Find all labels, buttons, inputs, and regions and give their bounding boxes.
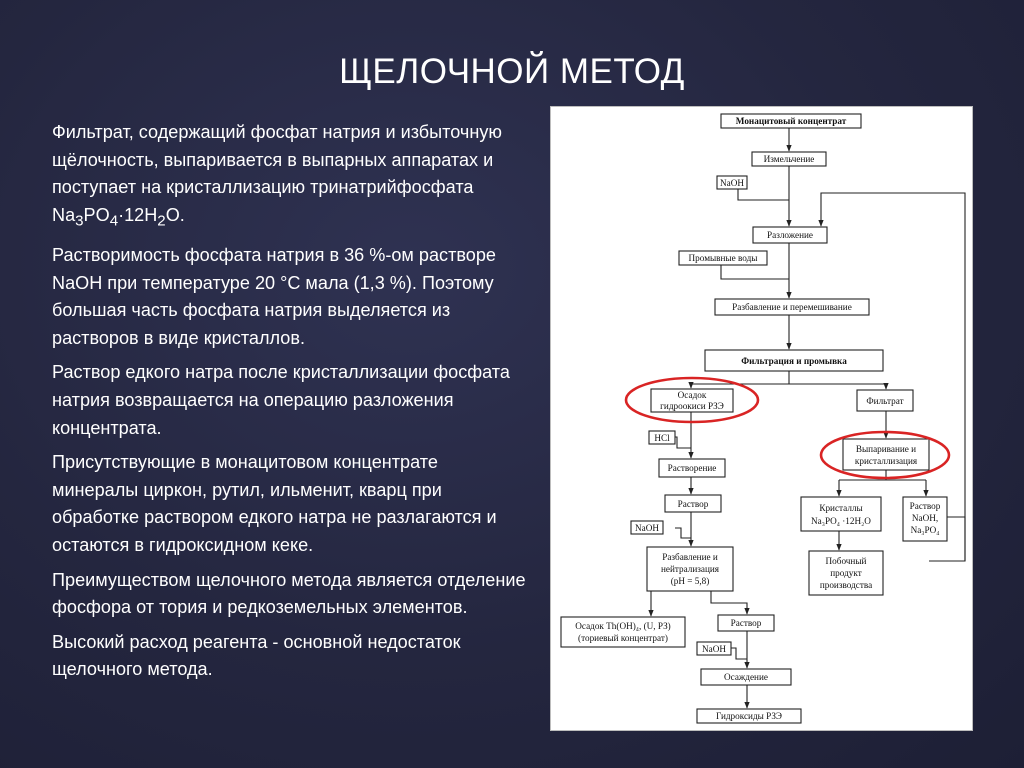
svg-text:производства: производства: [820, 580, 872, 590]
box-thorium-concentrate: Осадок Th(OH)₄, (U, РЗ) (ториевый концен…: [560, 616, 686, 648]
box-dissolution: Растворение: [658, 458, 726, 478]
box-grinding: Измельчение: [751, 151, 827, 167]
svg-text:гидроокиси РЗЭ: гидроокиси РЗЭ: [660, 401, 724, 411]
svg-text:Промывные воды: Промывные воды: [689, 253, 758, 263]
box-solution-1: Раствор: [664, 494, 722, 513]
box-naoh-1: NaOH: [716, 175, 748, 190]
svg-text:Растворение: Растворение: [668, 463, 717, 473]
box-precipitation: Осаждение: [700, 668, 792, 686]
box-monazite: Монацитовый концентрат: [720, 113, 862, 129]
paragraph-filtrate: Фильтрат, содержащий фосфат натрия и изб…: [52, 122, 502, 230]
svg-text:Фильтрат: Фильтрат: [866, 396, 903, 406]
svg-text:Кристаллы: Кристаллы: [819, 503, 862, 513]
svg-text:Разбавление и перемешивание: Разбавление и перемешивание: [732, 302, 852, 312]
paragraph-minerals: Присутствующие в монацитовом концентрате…: [52, 452, 497, 555]
box-solution-naoh-na3po4: Раствор NaOH, Na₃PO₄: [902, 496, 948, 542]
svg-text:(ториевый концентрат): (ториевый концентрат): [578, 633, 668, 643]
svg-text:NaOH,: NaOH,: [912, 513, 938, 523]
svg-text:Измельчение: Измельчение: [764, 154, 815, 164]
svg-text:кристаллизация: кристаллизация: [855, 456, 918, 466]
flowchart-diagram: Монацитовый концентрат Измельчение NaOH …: [560, 113, 966, 724]
box-dilution-neutralization: Разбавление и нейтрализация (рН = 5,8): [646, 546, 734, 592]
svg-text:Разбавление и: Разбавление и: [662, 552, 718, 562]
svg-text:Побочный: Побочный: [826, 556, 867, 566]
svg-text:Гидроксиды РЗЭ: Гидроксиды РЗЭ: [716, 711, 782, 721]
flow-connectors: [648, 128, 966, 709]
box-precipitate-ree-hydroxide: Осадок гидроокиси РЗЭ: [650, 388, 734, 413]
box-naoh-3: NaOH: [696, 641, 732, 656]
box-filtrate: Фильтрат: [856, 389, 914, 412]
svg-text:Осадок: Осадок: [678, 390, 707, 400]
svg-text:Раствор: Раствор: [731, 618, 762, 628]
svg-text:Разложение: Разложение: [767, 230, 813, 240]
highlight-circle-precipitate: [624, 376, 760, 424]
svg-text:NaOH: NaOH: [702, 644, 726, 654]
formula-trisodium-phosphate: Na3PO4·12H2O.: [52, 204, 185, 230]
text-body: Фильтрат, содержащий фосфат натрия и изб…: [52, 119, 527, 691]
svg-text:(рН = 5,8): (рН = 5,8): [671, 576, 710, 586]
svg-text:Осаждение: Осаждение: [724, 672, 768, 682]
box-crystals: Кристаллы Na₃PO₄ ·12H₂O: [800, 496, 882, 532]
box-naoh-2: NaOH: [630, 520, 664, 535]
box-evaporation-crystallization: Выпаривание и кристаллизация: [842, 438, 930, 471]
paragraph-solubility: Растворимость фосфата натрия в 36 %-ом р…: [52, 244, 496, 348]
box-wash-water: Промывные воды: [678, 250, 768, 266]
svg-text:Выпаривание и: Выпаривание и: [856, 444, 916, 454]
svg-text:Na₃PO₄ ·12H₂O: Na₃PO₄ ·12H₂O: [811, 516, 871, 526]
box-decomposition: Разложение: [752, 226, 828, 244]
highlight-circle-evaporation: [819, 430, 951, 480]
svg-text:NaOH: NaOH: [635, 523, 659, 533]
svg-text:продукт: продукт: [830, 568, 861, 578]
paragraph-recycle: Раствор едкого натра после кристаллизаци…: [52, 362, 510, 438]
svg-text:Раствор: Раствор: [678, 499, 709, 509]
svg-text:Осадок Th(OH)₄, (U, РЗ): Осадок Th(OH)₄, (U, РЗ): [575, 621, 671, 631]
box-byproduct: Побочный продукт производства: [808, 550, 884, 596]
box-solution-2: Раствор: [717, 614, 775, 632]
slide-title: ЩЕЛОЧНОЙ МЕТОД: [339, 52, 685, 91]
flowchart-panel: Монацитовый концентрат Измельчение NaOH …: [550, 106, 973, 731]
box-dilution-mixing: Разбавление и перемешивание: [714, 298, 870, 316]
svg-text:нейтрализация: нейтрализация: [661, 564, 720, 574]
box-hcl: HCl: [648, 430, 676, 445]
svg-text:Монацитовый концентрат: Монацитовый концентрат: [736, 116, 847, 126]
svg-text:Na₃PO₄: Na₃PO₄: [911, 525, 940, 535]
svg-text:Фильтрация и промывка: Фильтрация и промывка: [741, 356, 847, 366]
paragraph-advantage: Преимуществом щелочного метода является …: [52, 569, 526, 618]
svg-text:HCl: HCl: [654, 433, 670, 443]
paragraph-drawback: Высокий расход реагента - основной недос…: [52, 631, 461, 680]
svg-text:Раствор: Раствор: [910, 501, 941, 511]
box-filtration-washing: Фильтрация и промывка: [704, 349, 884, 372]
box-ree-hydroxides: Гидроксиды РЗЭ: [696, 708, 802, 724]
svg-text:NaOH: NaOH: [720, 178, 744, 188]
